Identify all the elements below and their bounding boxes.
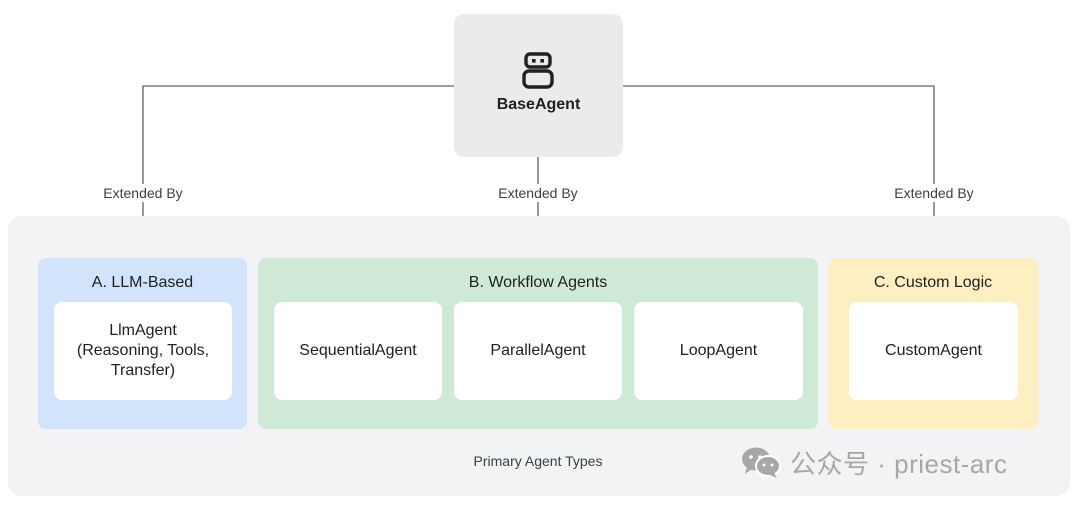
panel-caption: Primary Agent Types (473, 453, 603, 469)
card-loop-agent: LoopAgent (634, 302, 803, 400)
watermark: 公众号 · priest-arc (740, 444, 1007, 480)
group-title-llm-based: A. LLM-Based (91, 274, 194, 291)
edge-label-right: Extended By (864, 184, 1004, 202)
watermark-text: 公众号 · priest-arc (790, 448, 1008, 479)
group-title-custom-logic: C. Custom Logic (873, 274, 993, 291)
base-agent-label: BaseAgent (496, 96, 581, 113)
card-sequential-agent-label: SequentialAgent (299, 342, 417, 359)
card-parallel-agent: ParallelAgent (454, 302, 622, 400)
card-custom-agent-label: CustomAgent (885, 342, 982, 359)
card-parallel-agent-label: ParallelAgent (490, 342, 586, 359)
card-custom-agent: CustomAgent (849, 302, 1018, 400)
card-llm-agent: LlmAgent (Reasoning, Tools, Transfer) (54, 302, 232, 400)
card-loop-agent-label: LoopAgent (679, 342, 758, 359)
edge-label-center: Extended By (468, 184, 608, 202)
wechat-icon (742, 447, 781, 478)
group-title-workflow-agents: B. Workflow Agents (468, 274, 608, 291)
card-llm-agent-label: LlmAgent (Reasoning, Tools, Transfer) (76, 322, 210, 379)
robot-icon (522, 52, 554, 89)
edge-label-left: Extended By (73, 184, 213, 202)
card-sequential-agent: SequentialAgent (274, 302, 442, 400)
